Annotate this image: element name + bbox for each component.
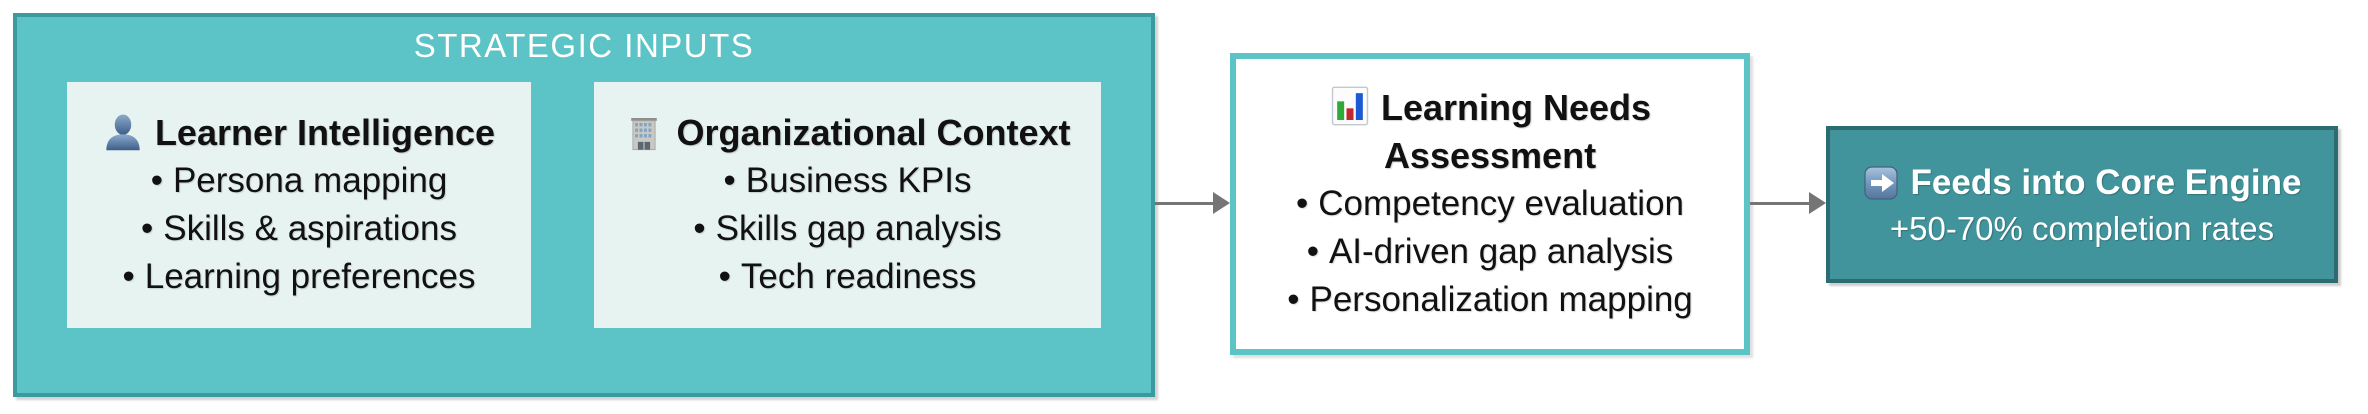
bullet-item: •Competency evaluation (1295, 184, 1685, 223)
bullet-dot: • (122, 257, 135, 296)
result-title: Feeds into Core Engine (1910, 162, 2302, 202)
bullet-dot: • (1287, 280, 1300, 319)
card-organizational-context: Organizational Context •Business KPIs •S… (594, 82, 1101, 328)
card-heading: Organizational Context (624, 109, 1071, 157)
assessment-title: Learning Needs Assessment (1380, 87, 1652, 176)
bullet-item: •Persona mapping (150, 161, 448, 200)
bullet-list: •Persona mapping •Skills & aspirations •… (122, 157, 475, 301)
strategic-inputs-group: STRATEGIC INPUTS L (13, 13, 1155, 397)
bullet-dot: • (693, 209, 706, 248)
bullet-item: •Tech readiness (718, 257, 977, 296)
bullet-item: •Skills & aspirations (140, 209, 457, 248)
result-box: Feeds into Core Engine +50-70% completio… (1826, 126, 2338, 283)
assessment-box: Learning Needs Assessment •Competency ev… (1230, 53, 1750, 355)
card-learner-intelligence: Learner Intelligence •Persona mapping •S… (67, 82, 531, 328)
bar-chart-icon (1329, 85, 1371, 127)
arrow-right-icon (1863, 165, 1899, 201)
bullet-dot: • (140, 209, 154, 248)
result-heading: Feeds into Core Engine (1863, 159, 2302, 207)
flow-arrow-1 (1155, 192, 1230, 214)
flow-arrow-2 (1750, 192, 1826, 214)
bullet-list: •Business KPIs •Skills gap analysis •Tec… (693, 157, 1001, 301)
arrow-head-icon (1809, 192, 1826, 214)
assessment-heading: Learning Needs Assessment (1270, 84, 1710, 180)
arrow-shaft (1750, 201, 1809, 205)
arrow-shaft (1155, 201, 1213, 205)
bullet-dot: • (1295, 184, 1309, 223)
bullet-dot: • (1306, 232, 1319, 271)
bullet-dot: • (723, 161, 736, 200)
bullet-dot: • (150, 161, 163, 200)
bullet-item: •Learning preferences (122, 257, 476, 296)
bullet-list: •Competency evaluation •AI-driven gap an… (1287, 180, 1693, 324)
person-icon (103, 113, 143, 153)
group-title: STRATEGIC INPUTS (413, 27, 755, 64)
bullet-item: •Personalization mapping (1287, 280, 1693, 319)
bullet-dot: • (718, 257, 731, 296)
bullet-item: •Skills gap analysis (693, 209, 1002, 248)
building-icon (624, 113, 664, 153)
card-title: Learner Intelligence (154, 112, 496, 153)
result-subtitle: +50-70% completion rates (1889, 209, 2275, 247)
card-title: Organizational Context (676, 112, 1071, 153)
bullet-item: •AI-driven gap analysis (1306, 232, 1674, 271)
arrow-head-icon (1213, 192, 1230, 214)
card-heading: Learner Intelligence (103, 109, 495, 157)
bullet-item: •Business KPIs (723, 161, 972, 200)
